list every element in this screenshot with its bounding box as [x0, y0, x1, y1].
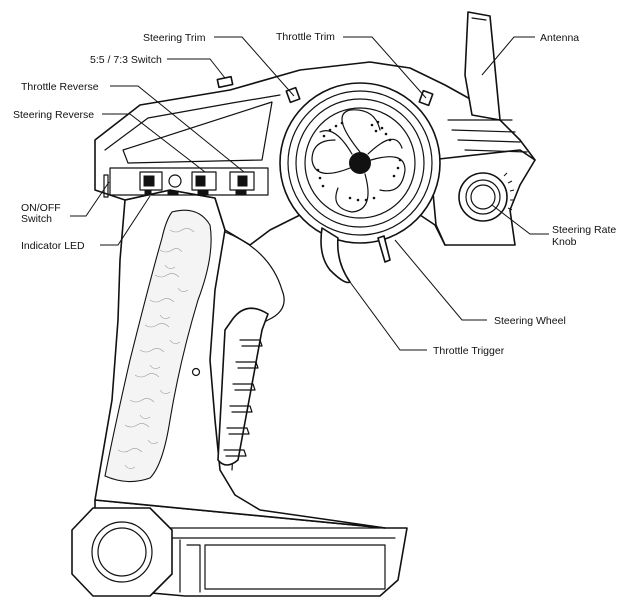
- grip-ribs: [191, 307, 269, 466]
- label-steering-wheel: Steering Wheel: [494, 315, 566, 327]
- label-indicator-led: Indicator LED: [21, 240, 85, 252]
- end-cap: [71, 507, 173, 597]
- label-steering-rate-line1: Steering Rate: [552, 224, 616, 236]
- handle: [94, 189, 386, 529]
- leader-lines: [70, 36, 549, 351]
- label-steering-reverse: Steering Reverse: [13, 109, 94, 121]
- steering-rate-knob: [458, 172, 515, 222]
- label-on-off-line1: ON/OFF: [21, 202, 61, 214]
- label-throttle-trim: Throttle Trim: [276, 31, 335, 43]
- label-antenna: Antenna: [540, 32, 579, 44]
- labels: Steering Trim Throttle Trim Antenna 5:5 …: [13, 31, 616, 357]
- label-ratio-switch: 5:5 / 7:3 Switch: [90, 54, 162, 66]
- label-throttle-reverse: Throttle Reverse: [21, 81, 99, 93]
- base-battery-section: [94, 499, 408, 597]
- label-throttle-trigger: Throttle Trigger: [433, 345, 505, 357]
- antenna: [464, 11, 501, 121]
- steering-wheel: [279, 82, 441, 244]
- label-steering-trim: Steering Trim: [143, 32, 206, 44]
- label-on-off-line2: Switch: [21, 213, 52, 225]
- control-panel: [103, 171, 255, 198]
- label-steering-rate-line2: Knob: [552, 236, 577, 248]
- throttle-trigger: [320, 227, 391, 284]
